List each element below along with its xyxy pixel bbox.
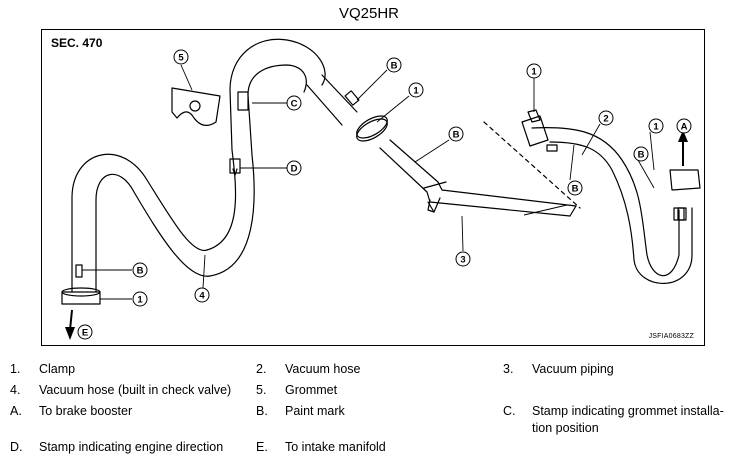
callout-B-far-right: B [633, 146, 649, 162]
vacuum-piping-3 [379, 139, 577, 217]
vacuum-hose-4-outline [71, 38, 326, 293]
svg-text:1: 1 [653, 122, 659, 133]
callout-1-right: 1 [526, 63, 542, 79]
callout-B-top: B [386, 57, 402, 73]
svg-text:3: 3 [460, 255, 465, 266]
svg-text:D: D [291, 164, 298, 175]
svg-text:B: B [137, 266, 144, 277]
diagram-title: VQ25HR [338, 5, 400, 22]
section-label: SEC. 470 [51, 36, 103, 50]
callout-A: A [676, 118, 692, 134]
callout-1-lower-left: 1 [132, 291, 148, 307]
callout-1-top: 1 [408, 82, 424, 98]
grommet-5 [171, 87, 221, 127]
vacuum-hose-4-inner [95, 64, 307, 293]
callout-1-far-right: 1 [648, 118, 664, 134]
vacuum-hose-2 [531, 127, 693, 284]
callout-4: 4 [194, 287, 210, 303]
callout-C: C [286, 95, 302, 111]
callout-B-middle: B [448, 126, 464, 142]
svg-text:B: B [638, 150, 645, 161]
svg-text:C: C [291, 99, 298, 110]
callout-B-right: B [567, 180, 583, 196]
svg-text:E: E [82, 328, 88, 339]
svg-text:B: B [391, 61, 398, 72]
callout-5: 5 [173, 49, 189, 65]
svg-text:B: B [572, 184, 579, 195]
svg-text:B: B [453, 130, 460, 141]
callout-E: E [77, 324, 93, 340]
diagram-frame: 5 C D 4 B 1 E [41, 29, 705, 346]
callout-B-lower-left: B [132, 262, 148, 278]
svg-text:A: A [681, 122, 688, 133]
callout-D: D [286, 160, 302, 176]
svg-text:1: 1 [531, 67, 537, 78]
svg-text:4: 4 [199, 291, 205, 302]
svg-text:1: 1 [137, 295, 143, 306]
callout-2: 2 [598, 110, 614, 126]
figure-code: JSFIA0683ZZ [648, 333, 694, 340]
svg-text:5: 5 [178, 53, 184, 64]
svg-text:2: 2 [603, 114, 608, 125]
callout-3: 3 [455, 251, 471, 267]
svg-text:1: 1 [413, 86, 419, 97]
hose-diagram: 5 C D 4 B 1 E [61, 38, 701, 340]
